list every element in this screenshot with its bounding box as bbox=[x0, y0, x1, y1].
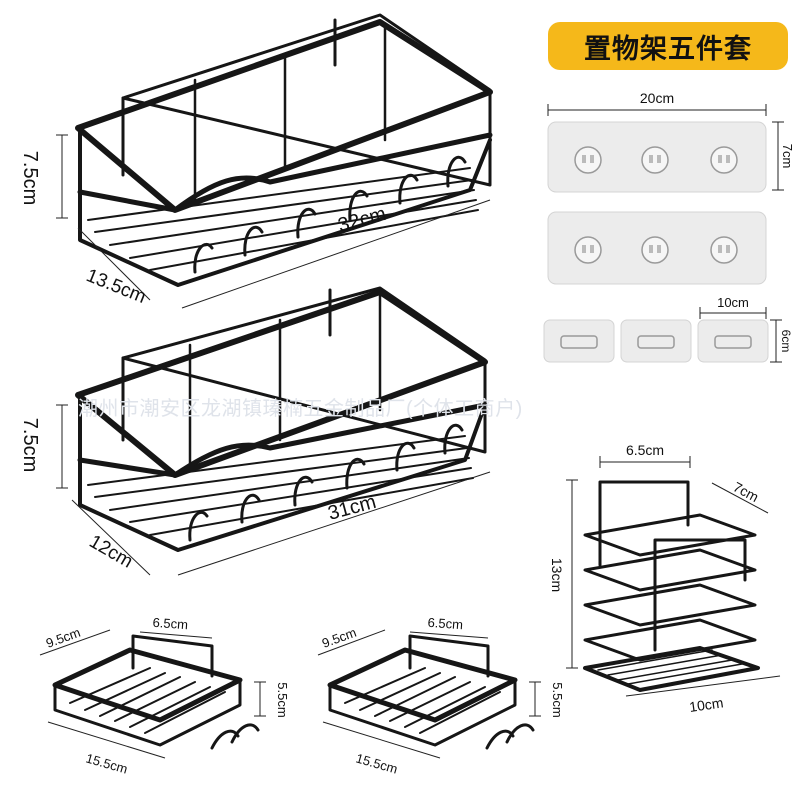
small-adhesive-pad-3 bbox=[697, 319, 769, 363]
rack2-height-label: 7.5cm bbox=[19, 418, 41, 472]
soap1-height-label: 5.5cm bbox=[275, 682, 290, 717]
toothbrush-holder: 6.5cm 7cm 13cm 10cm bbox=[549, 442, 781, 715]
rack2-length-label: 31cm bbox=[326, 491, 379, 525]
watermark-text: 潮州市潮安区龙湖镇瑧楠五金制品厂(个体工商户) bbox=[78, 398, 523, 420]
hook-large-height-label: 7cm bbox=[780, 144, 795, 169]
soap2-top-width-label: 6.5cm bbox=[427, 615, 463, 632]
soap-dish-1: 9.5cm 6.5cm 5.5cm 15.5cm bbox=[39, 615, 290, 777]
adhesive-hooks: 20cm 7cm 10cm bbox=[543, 90, 795, 363]
large-rack-2: 7.5cm 12cm 31cm bbox=[19, 286, 491, 576]
hook-large-width-label: 20cm bbox=[640, 90, 674, 106]
rack1-height-label: 7.5cm bbox=[19, 151, 41, 205]
small-adhesive-pad-2 bbox=[620, 319, 692, 363]
rack1-depth-label: 13.5cm bbox=[83, 265, 149, 308]
holder-height-label: 13cm bbox=[549, 558, 565, 592]
holder-top-width-label: 6.5cm bbox=[626, 442, 664, 458]
soap2-length-label: 15.5cm bbox=[354, 750, 399, 776]
soap1-top-width-label: 6.5cm bbox=[152, 615, 188, 632]
soap1-length-label: 15.5cm bbox=[84, 750, 129, 776]
title-badge: 置物架五件套 bbox=[548, 22, 788, 70]
hook-small-height-label: 6cm bbox=[779, 330, 793, 353]
soap2-height-label: 5.5cm bbox=[550, 682, 565, 717]
small-adhesive-pad-1 bbox=[543, 319, 615, 363]
soap-dish-2: 9.5cm 6.5cm 5.5cm 15.5cm bbox=[317, 615, 565, 777]
holder-bottom-width-label: 10cm bbox=[688, 694, 724, 715]
hook-small-width-label: 10cm bbox=[717, 295, 749, 310]
large-rack-1: 7.5cm 13.5cm 32cm bbox=[19, 13, 493, 309]
